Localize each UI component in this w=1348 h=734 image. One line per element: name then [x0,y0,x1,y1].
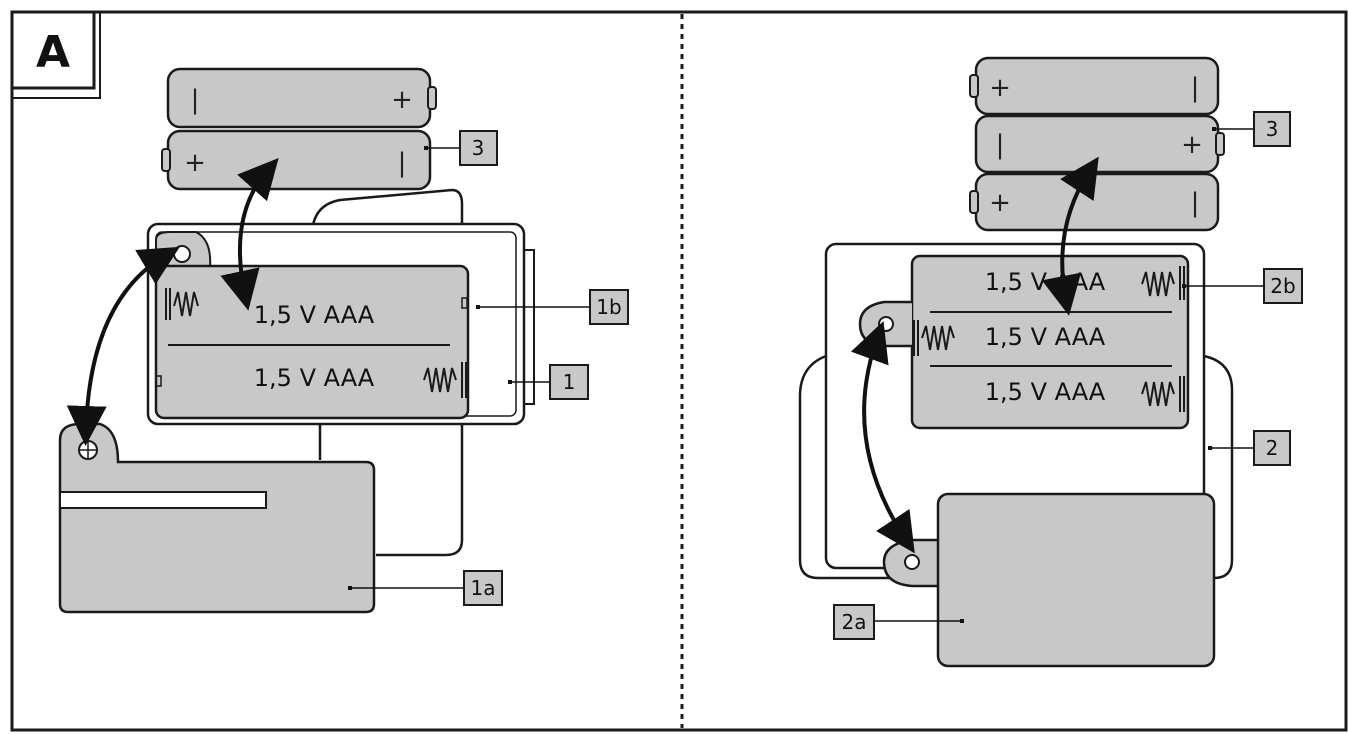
left-panel: | + + | 1,5 V AAA 1,5 V [58,67,629,614]
battery-symbol: + [184,148,206,178]
panel-label-box: A [10,10,101,99]
compartment-row-label: 1,5 V AAA [985,268,1106,296]
insert-battery-arrow [1041,156,1099,316]
battery-symbol: | [996,130,1005,160]
cover-swing-arrow [66,246,180,446]
callout-2a: 2a [833,604,964,640]
callout-1b: 1b [476,289,629,325]
callout-1: 1 [508,364,589,400]
compartment-row-label: 1,5 V AAA [985,378,1106,406]
figure-frame [10,10,1348,732]
callout-text: 3 [472,136,485,160]
callout-3: 3 [424,130,498,166]
compartment-row-label: 1,5 V AAA [254,364,375,392]
right-battery-3: + | [969,172,1220,232]
battery-symbol: + [1181,130,1203,160]
callout-2b: 2b [1182,268,1303,304]
right-panel: + | | + + | 1, [798,56,1303,668]
battery-symbol: + [391,85,413,115]
panel-letter: A [36,27,70,78]
callout-2: 2 [1208,430,1291,466]
insert-battery-arrow [220,158,279,311]
left-battery-bottom: + | [161,129,432,191]
callout-1a: 1a [348,570,503,606]
right-compartment-cover [882,492,1216,668]
right-battery-1: + | [969,56,1220,116]
compartment-row-label: 1,5 V AAA [254,301,375,329]
battery-symbol: | [398,148,407,178]
callout-text: 2b [1270,274,1295,298]
right-battery-2: | + [974,114,1225,174]
right-battery-compartment: 1,5 V AAA 1,5 V AAA 1,5 V AAA [858,254,1190,430]
battery-symbol: + [989,188,1011,218]
left-battery-top: | + [166,67,437,129]
battery-symbol: | [1191,73,1200,103]
battery-symbol: | [1191,188,1200,218]
battery-symbol: + [989,73,1011,103]
battery-symbol: | [191,85,200,115]
callout-text: 1a [471,576,496,600]
cover-swing-arrow [850,320,915,554]
left-compartment-cover [58,422,376,614]
callout-3: 3 [1212,111,1291,147]
callout-text: 1 [563,370,576,394]
callout-text: 3 [1266,117,1279,141]
callout-text: 2a [842,610,867,634]
compartment-row-label: 1,5 V AAA [985,323,1106,351]
callout-text: 1b [596,295,621,319]
callout-text: 2 [1266,436,1279,460]
